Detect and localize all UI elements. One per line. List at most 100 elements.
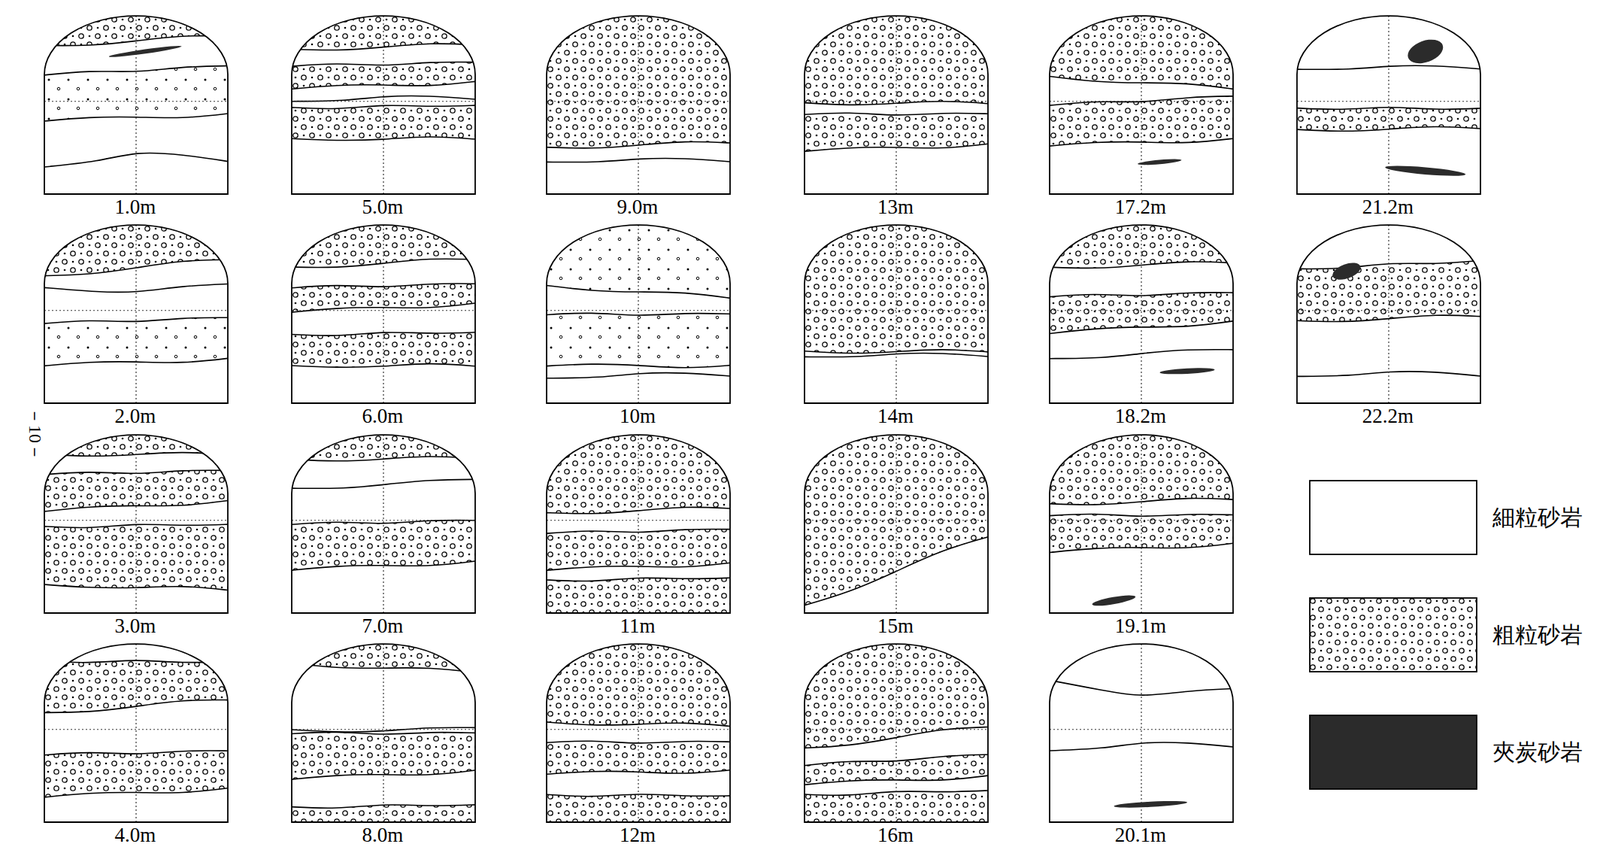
bed-boundary bbox=[43, 259, 231, 276]
bed-boundary bbox=[803, 142, 991, 152]
tunnel-face: 8.0m bbox=[290, 642, 475, 852]
center-line bbox=[895, 643, 897, 822]
bed-boundary bbox=[43, 787, 231, 798]
legend-entry: 夾炭砂岩 bbox=[1309, 714, 1595, 790]
bed-boundary bbox=[545, 506, 733, 513]
coarse-band bbox=[43, 224, 231, 276]
distance-label: 11m bbox=[545, 614, 730, 638]
distance-label: 9.0m bbox=[545, 195, 730, 219]
center-line bbox=[382, 15, 384, 194]
tunnel-face: 4.0m bbox=[43, 642, 228, 852]
center-line bbox=[1296, 309, 1481, 311]
bed-boundary bbox=[43, 283, 231, 292]
bed-boundary bbox=[1296, 260, 1483, 270]
center-line bbox=[546, 100, 731, 102]
bed-boundary bbox=[290, 43, 478, 50]
bed-boundary bbox=[1048, 96, 1236, 107]
center-line bbox=[1140, 224, 1142, 404]
coarse-band bbox=[43, 524, 231, 591]
bed-boundary bbox=[803, 101, 991, 106]
coal-lens bbox=[1091, 593, 1137, 609]
coarse-band bbox=[1048, 434, 1236, 505]
legend-swatch bbox=[1309, 714, 1479, 791]
legend-entry: 細粒砂岩 bbox=[1309, 479, 1595, 555]
distance-label: 18.2m bbox=[1048, 404, 1233, 428]
bed-boundary bbox=[1296, 107, 1483, 110]
bed-boundary bbox=[545, 284, 733, 300]
coarse-band bbox=[1296, 260, 1483, 322]
center-line bbox=[44, 100, 228, 102]
page-number: －10－ bbox=[23, 406, 48, 461]
face-sketch bbox=[43, 15, 231, 197]
center-line bbox=[44, 309, 228, 311]
center-line bbox=[291, 519, 476, 521]
bed-boundary bbox=[545, 141, 733, 148]
face-sketch bbox=[545, 15, 733, 197]
legend-text: 細粒砂岩 bbox=[1492, 502, 1583, 534]
bed-boundary bbox=[290, 478, 478, 488]
center-line bbox=[1049, 100, 1234, 102]
distance-label: 2.0m bbox=[43, 404, 228, 428]
coarse-band bbox=[545, 740, 733, 775]
bed-boundary bbox=[43, 700, 231, 713]
legend-swatch bbox=[1309, 479, 1479, 557]
bed-boundary bbox=[290, 136, 478, 141]
coarse-band bbox=[1048, 224, 1236, 268]
coarse-band bbox=[1296, 107, 1483, 132]
distance-label: 22.2m bbox=[1296, 404, 1480, 428]
bed-boundary bbox=[43, 357, 231, 367]
bed-boundary bbox=[1048, 75, 1236, 91]
face-outline bbox=[44, 643, 228, 822]
tunnel-face: 11m bbox=[545, 433, 730, 643]
face-outline bbox=[804, 434, 988, 613]
bed-boundary bbox=[803, 774, 991, 785]
bed-boundary bbox=[803, 353, 991, 358]
bed-boundary bbox=[1048, 320, 1236, 335]
bed-boundary bbox=[545, 561, 733, 570]
bed-boundary bbox=[803, 112, 991, 116]
center-line bbox=[382, 434, 384, 613]
bed-boundary bbox=[43, 152, 231, 167]
center-line bbox=[1049, 728, 1234, 730]
tunnel-face: 15m bbox=[803, 433, 988, 643]
face-sketch bbox=[290, 642, 478, 825]
center-line bbox=[135, 15, 137, 194]
bed-boundary bbox=[1048, 678, 1236, 695]
bed-boundary bbox=[43, 750, 231, 755]
face-sketch bbox=[545, 224, 733, 406]
coarse-band bbox=[290, 224, 478, 268]
distance-label: 13m bbox=[803, 195, 988, 219]
coarse-band bbox=[545, 577, 733, 613]
face-sketch bbox=[803, 15, 991, 197]
distance-label: 3.0m bbox=[43, 614, 228, 638]
tunnel-face: 22.2m bbox=[1296, 224, 1480, 433]
face-sketch bbox=[803, 642, 991, 825]
center-line bbox=[291, 728, 476, 730]
coarse-band bbox=[545, 15, 733, 149]
coarse-band bbox=[290, 434, 478, 461]
tunnel-face: 16m bbox=[803, 642, 988, 852]
distance-label: 19.1m bbox=[1048, 614, 1233, 638]
tunnel-face: 5.0m bbox=[290, 15, 475, 224]
face-sketch bbox=[803, 433, 991, 616]
center-line bbox=[1049, 309, 1234, 311]
bed-boundary bbox=[803, 790, 991, 796]
tunnel-face: 17.2m bbox=[1048, 15, 1233, 224]
center-line bbox=[804, 309, 988, 311]
bed-boundary bbox=[290, 105, 478, 110]
coal-lens bbox=[1404, 35, 1447, 68]
center-line bbox=[895, 224, 897, 404]
coarse-band bbox=[803, 754, 991, 785]
center-line bbox=[382, 224, 384, 404]
center-line bbox=[291, 100, 476, 102]
bed-boundary bbox=[290, 332, 478, 337]
coarse-band bbox=[1048, 513, 1236, 553]
coarse-band bbox=[43, 15, 231, 46]
distance-label: 16m bbox=[803, 823, 988, 847]
center-line bbox=[1140, 434, 1142, 613]
bed-boundary bbox=[1296, 371, 1483, 377]
face-sketch bbox=[545, 642, 733, 825]
bed-boundary bbox=[290, 456, 478, 461]
face-sketch bbox=[1048, 224, 1236, 406]
legend-text: 粗粒砂岩 bbox=[1492, 619, 1583, 651]
